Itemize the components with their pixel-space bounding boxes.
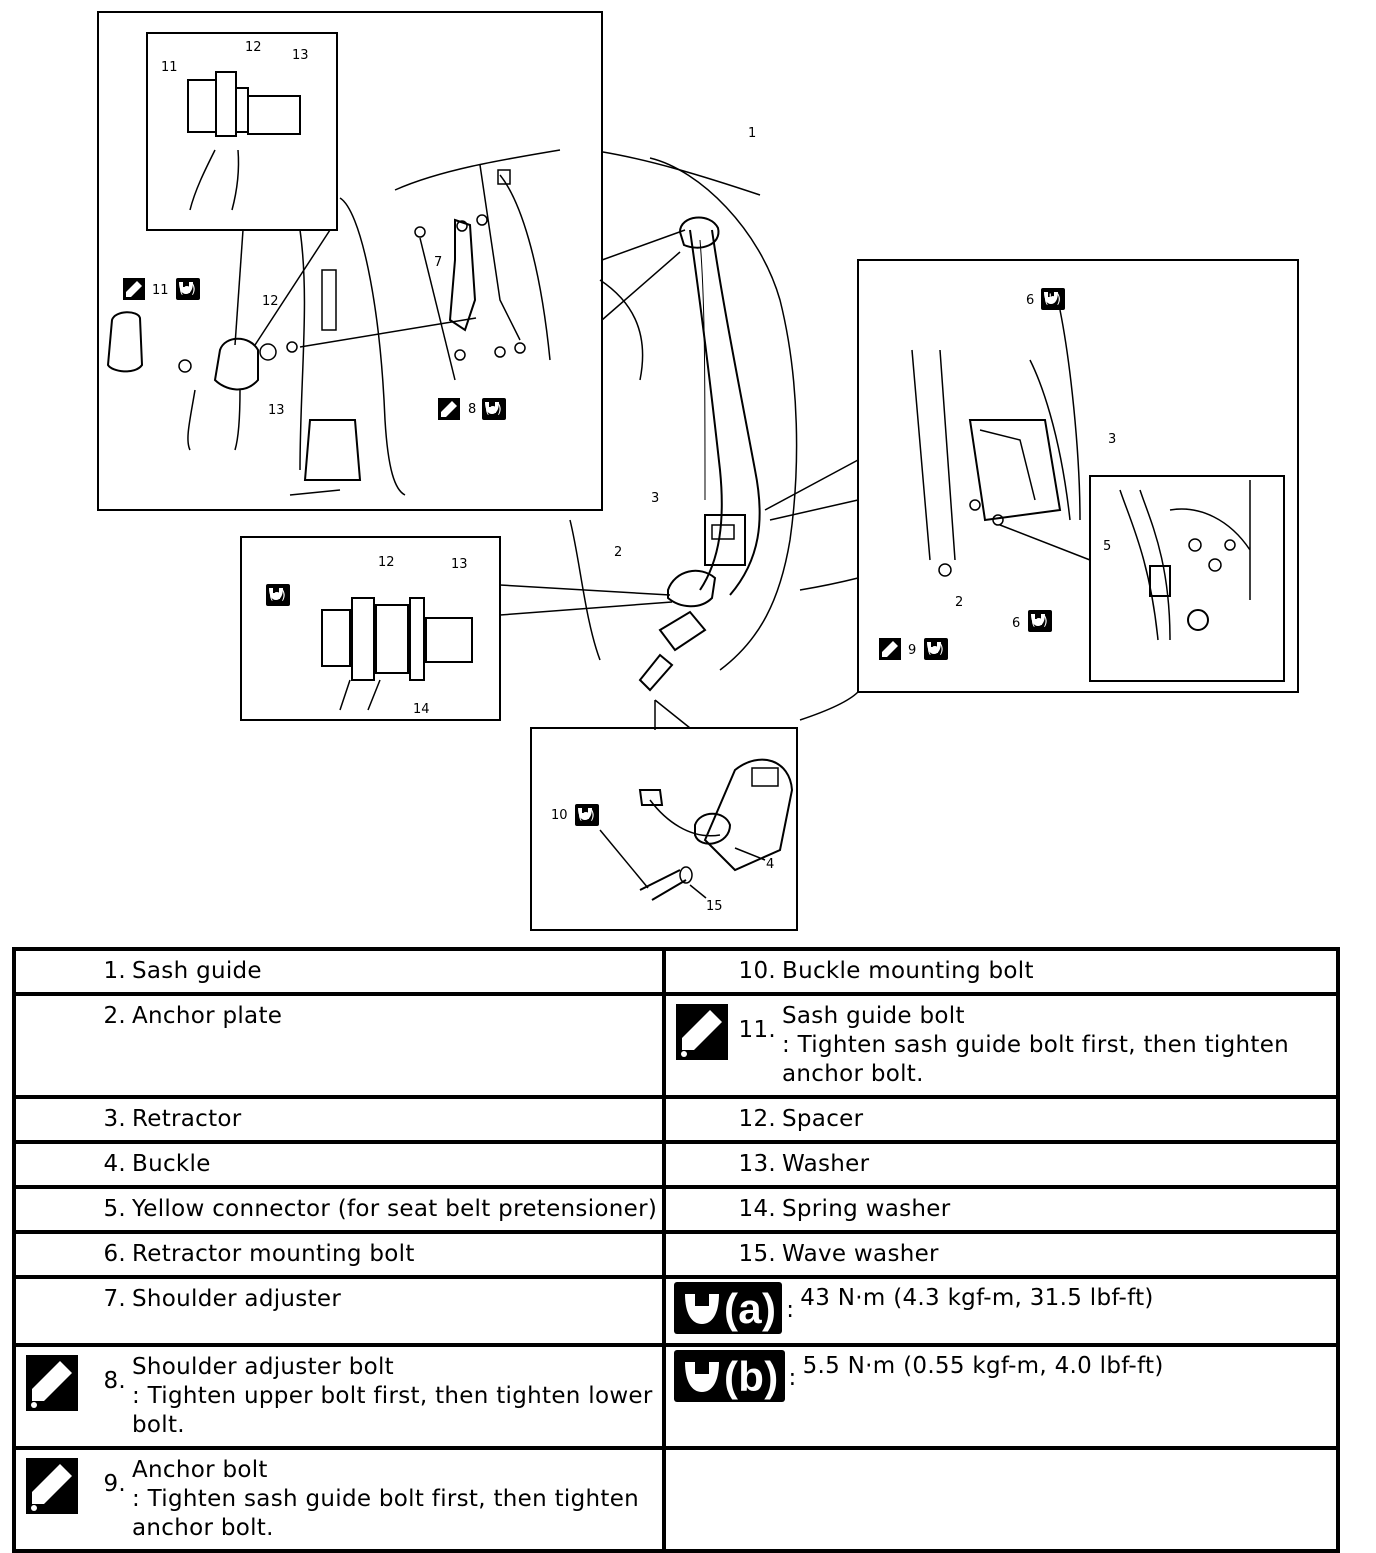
apply-thread-lock-icon <box>879 638 901 660</box>
table-row: 7.Shoulder adjuster (a) : 43 N·m (4.3 kg… <box>12 1275 1340 1347</box>
wrench-torque-icon: (b) <box>1041 288 1065 310</box>
torque-colon: : <box>788 1365 797 1391</box>
apply-thread-lock-icon <box>676 1004 728 1060</box>
callout-2: 2 <box>614 545 623 560</box>
torque-spec-letter: (a) <box>724 1284 777 1332</box>
callout-11: 11 <box>152 283 169 298</box>
callout-15: 15 <box>706 899 723 914</box>
part-note: : Tighten upper bolt first, then tighten… <box>132 1383 653 1438</box>
callout-6-upper: 6 <box>1026 293 1035 308</box>
part-number: 10. <box>738 958 776 984</box>
wrench-torque-icon: (b) <box>674 1350 785 1402</box>
part-number: 11. <box>738 1017 776 1043</box>
table-row: 8. Shoulder adjuster bolt : Tighten upper… <box>12 1343 1340 1450</box>
diagram-linework <box>97 11 1299 931</box>
part-number: 14. <box>738 1196 776 1222</box>
callout-13-bolt: 13 <box>451 557 468 572</box>
wrench-torque-icon: (a) <box>924 638 948 660</box>
part-name: Anchor bolt <box>132 1457 268 1483</box>
callout-1: 1 <box>748 126 757 141</box>
part-number: 4. <box>103 1151 126 1177</box>
apply-thread-lock-icon <box>26 1355 78 1411</box>
table-row: 1.Sash guide 10.Buckle mounting bolt <box>12 947 1340 996</box>
torque-spec-value: 43 N·m (4.3 kgf-m, 31.5 lbf-ft) <box>800 1285 1154 1311</box>
part-number: 3. <box>103 1106 126 1132</box>
part-name: Wave washer <box>782 1241 939 1267</box>
wrench-torque-icon: (a) <box>266 584 290 606</box>
apply-thread-lock-icon <box>438 398 460 420</box>
callout-7: 7 <box>434 255 443 270</box>
torque-spec-letter: (b) <box>724 1352 779 1400</box>
table-row: 5.Yellow connector (for seat belt preten… <box>12 1185 1340 1234</box>
table-row: 3.Retractor 12.Spacer <box>12 1095 1340 1144</box>
torque-colon: : <box>786 1297 795 1323</box>
part-name: Shoulder adjuster <box>132 1286 342 1312</box>
part-note: : Tighten sash guide bolt first, then ti… <box>132 1486 640 1541</box>
callout-12: 12 <box>262 294 279 309</box>
callout-3-detail: 3 <box>1108 432 1117 447</box>
torque-spec-value: 5.5 N·m (0.55 kgf-m, 4.0 lbf-ft) <box>802 1353 1164 1379</box>
part-name: Buckle <box>132 1151 211 1177</box>
part-name: Sash guide <box>132 958 262 984</box>
part-name: Buckle mounting bolt <box>782 958 1034 984</box>
part-number: 7. <box>103 1286 126 1312</box>
part-name: Spacer <box>782 1106 864 1132</box>
wrench-torque-icon: (a) <box>176 278 200 300</box>
wrench-torque-icon: (a) <box>674 1282 783 1334</box>
callout-9: 9 <box>908 643 917 658</box>
part-number: 5. <box>103 1196 126 1222</box>
table-row: 2.Anchor plate 11. Sash guide bolt : Tigh… <box>12 992 1340 1099</box>
part-name: Shoulder adjuster bolt <box>132 1354 394 1380</box>
callout-12-inset: 12 <box>245 40 262 55</box>
part-name: Sash guide bolt <box>782 1003 965 1029</box>
callout-8: 8 <box>468 402 477 417</box>
callout-3: 3 <box>651 491 660 506</box>
part-number: 13. <box>738 1151 776 1177</box>
callout-2-detail: 2 <box>955 595 964 610</box>
apply-thread-lock-icon <box>26 1458 78 1514</box>
callout-6-lower: 6 <box>1012 616 1021 631</box>
seat-belt-exploded-diagram: 1 2 3 4 5 6 6 7 8 9 10 11 11 12 12 12 13… <box>97 11 1299 931</box>
part-note: : Tighten sash guide bolt first, then ti… <box>782 1032 1290 1087</box>
part-number: 15. <box>738 1241 776 1267</box>
table-row: 9. Anchor bolt : Tighten sash guide bolt … <box>12 1446 1340 1553</box>
part-number: 8. <box>103 1368 126 1394</box>
callout-10: 10 <box>551 808 568 823</box>
table-row: 4.Buckle 13.Washer <box>12 1140 1340 1189</box>
callout-12-bolt: 12 <box>378 555 395 570</box>
wrench-torque-icon: (a) <box>1028 610 1052 632</box>
part-number: 2. <box>103 1003 126 1029</box>
wrench-torque-icon: (a) <box>482 398 506 420</box>
part-name: Retractor <box>132 1106 242 1132</box>
callout-4: 4 <box>766 857 775 872</box>
part-number: 1. <box>103 958 126 984</box>
empty-cell <box>666 1450 1336 1462</box>
part-name: Spring washer <box>782 1196 951 1222</box>
part-number: 6. <box>103 1241 126 1267</box>
apply-thread-lock-icon <box>123 278 145 300</box>
part-number: 9. <box>103 1471 126 1497</box>
part-name: Retractor mounting bolt <box>132 1241 415 1267</box>
part-name: Washer <box>782 1151 870 1177</box>
callout-14: 14 <box>413 702 430 717</box>
callout-13: 13 <box>268 403 285 418</box>
part-name: Yellow connector (for seat belt pretensi… <box>132 1196 658 1222</box>
part-name: Anchor plate <box>132 1003 283 1029</box>
callout-11-inset: 11 <box>161 60 178 75</box>
table-row: 6.Retractor mounting bolt 15.Wave washer <box>12 1230 1340 1279</box>
part-number: 12. <box>738 1106 776 1132</box>
wrench-torque-icon: (a) <box>575 804 599 826</box>
callout-5: 5 <box>1103 539 1112 554</box>
parts-legend-table: 1.Sash guide 10.Buckle mounting bolt 2.A… <box>12 947 1340 1553</box>
callout-13-inset: 13 <box>292 48 309 63</box>
